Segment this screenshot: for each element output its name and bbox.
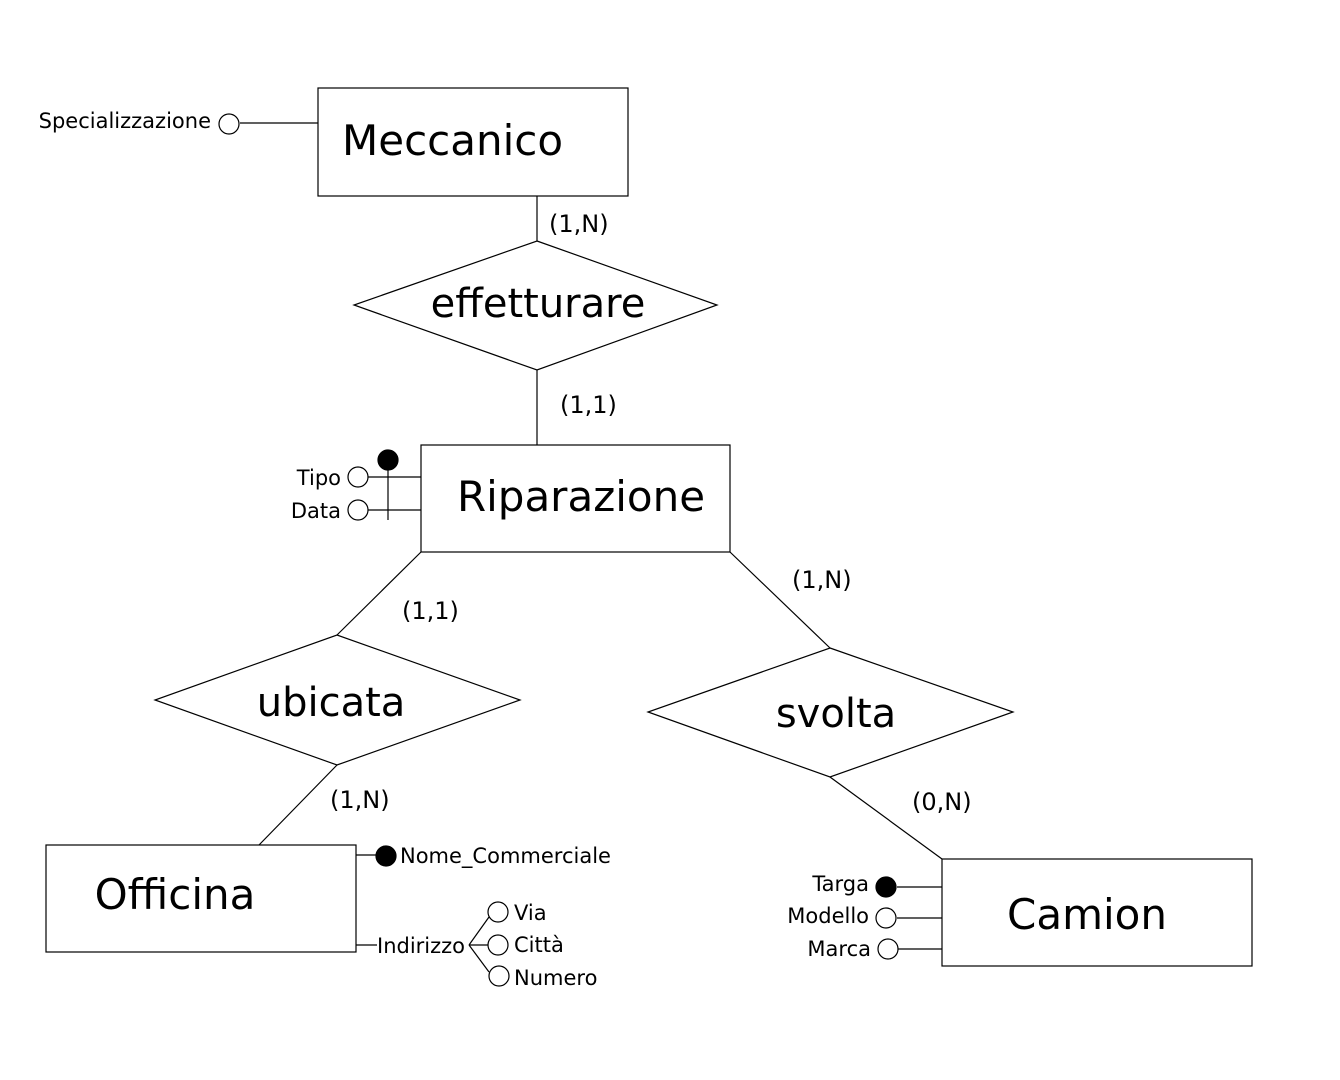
entity-officina-label: Officina: [95, 870, 256, 919]
entity-riparazione[interactable]: [420, 444, 731, 553]
attribute-indirizzo-label: Indirizzo: [377, 934, 465, 958]
relationship-ubicata-label: ubicata: [257, 680, 406, 726]
attribute-nome-commerciale-label: Nome_Commerciale: [400, 844, 611, 869]
attribute-numero-marker: [488, 965, 510, 987]
cardinality-meccanico-effetturare: (1,N): [549, 210, 609, 238]
attribute-marca-label: Marca: [807, 937, 871, 961]
cardinality-officina-ubicata: (1,N): [330, 786, 390, 814]
entity-meccanico[interactable]: [317, 87, 629, 197]
entity-camion[interactable]: [941, 858, 1253, 967]
ubicata-officina-link: [258, 764, 338, 846]
attribute-specializzazione-marker: [218, 113, 240, 135]
riparazione-ubicata-link: [336, 551, 422, 636]
attribute-modello-marker: [875, 907, 897, 929]
attribute-via-marker: [487, 901, 509, 923]
attribute-targa-marker: [875, 876, 897, 898]
composite-key-marker: [377, 449, 399, 471]
riparazione-svolta-link: [729, 551, 831, 649]
attribute-marca-marker: [877, 938, 899, 960]
relationship-effetturare-label: effetturare: [431, 281, 646, 327]
attribute-specializzazione-label: Specializzazione: [39, 109, 211, 133]
attribute-data-label: Data: [291, 499, 341, 523]
attribute-citta-label: Città: [514, 933, 564, 957]
via-link: [468, 916, 490, 946]
attribute-nome-commerciale-marker: [375, 845, 397, 867]
relationship-ubicata[interactable]: [153, 634, 522, 766]
cardinality-riparazione-svolta: (1,N): [792, 566, 852, 594]
attribute-via-label: Via: [514, 901, 547, 925]
attribute-citta-marker: [487, 934, 509, 956]
svolta-camion-link: [829, 776, 943, 860]
numero-link: [468, 944, 490, 973]
entity-riparazione-label: Riparazione: [457, 472, 705, 521]
attribute-modello-label: Modello: [787, 904, 869, 928]
cardinality-riparazione-effetturare: (1,1): [560, 391, 617, 419]
attribute-tipo-label: Tipo: [296, 466, 341, 490]
attribute-tipo-marker: [347, 466, 369, 488]
attribute-data-marker: [347, 499, 369, 521]
cardinality-riparazione-ubicata: (1,1): [402, 597, 459, 625]
relationship-svolta-label: svolta: [776, 691, 896, 737]
relationship-effetturare[interactable]: [352, 240, 719, 371]
entity-officina[interactable]: [45, 844, 357, 953]
cardinality-camion-svolta: (0,N): [912, 788, 972, 816]
entity-meccanico-label: Meccanico: [342, 116, 563, 165]
relationship-svolta[interactable]: [646, 647, 1015, 778]
attribute-numero-label: Numero: [514, 966, 597, 990]
entity-camion-label: Camion: [1007, 890, 1167, 939]
attribute-targa-label: Targa: [811, 872, 869, 896]
